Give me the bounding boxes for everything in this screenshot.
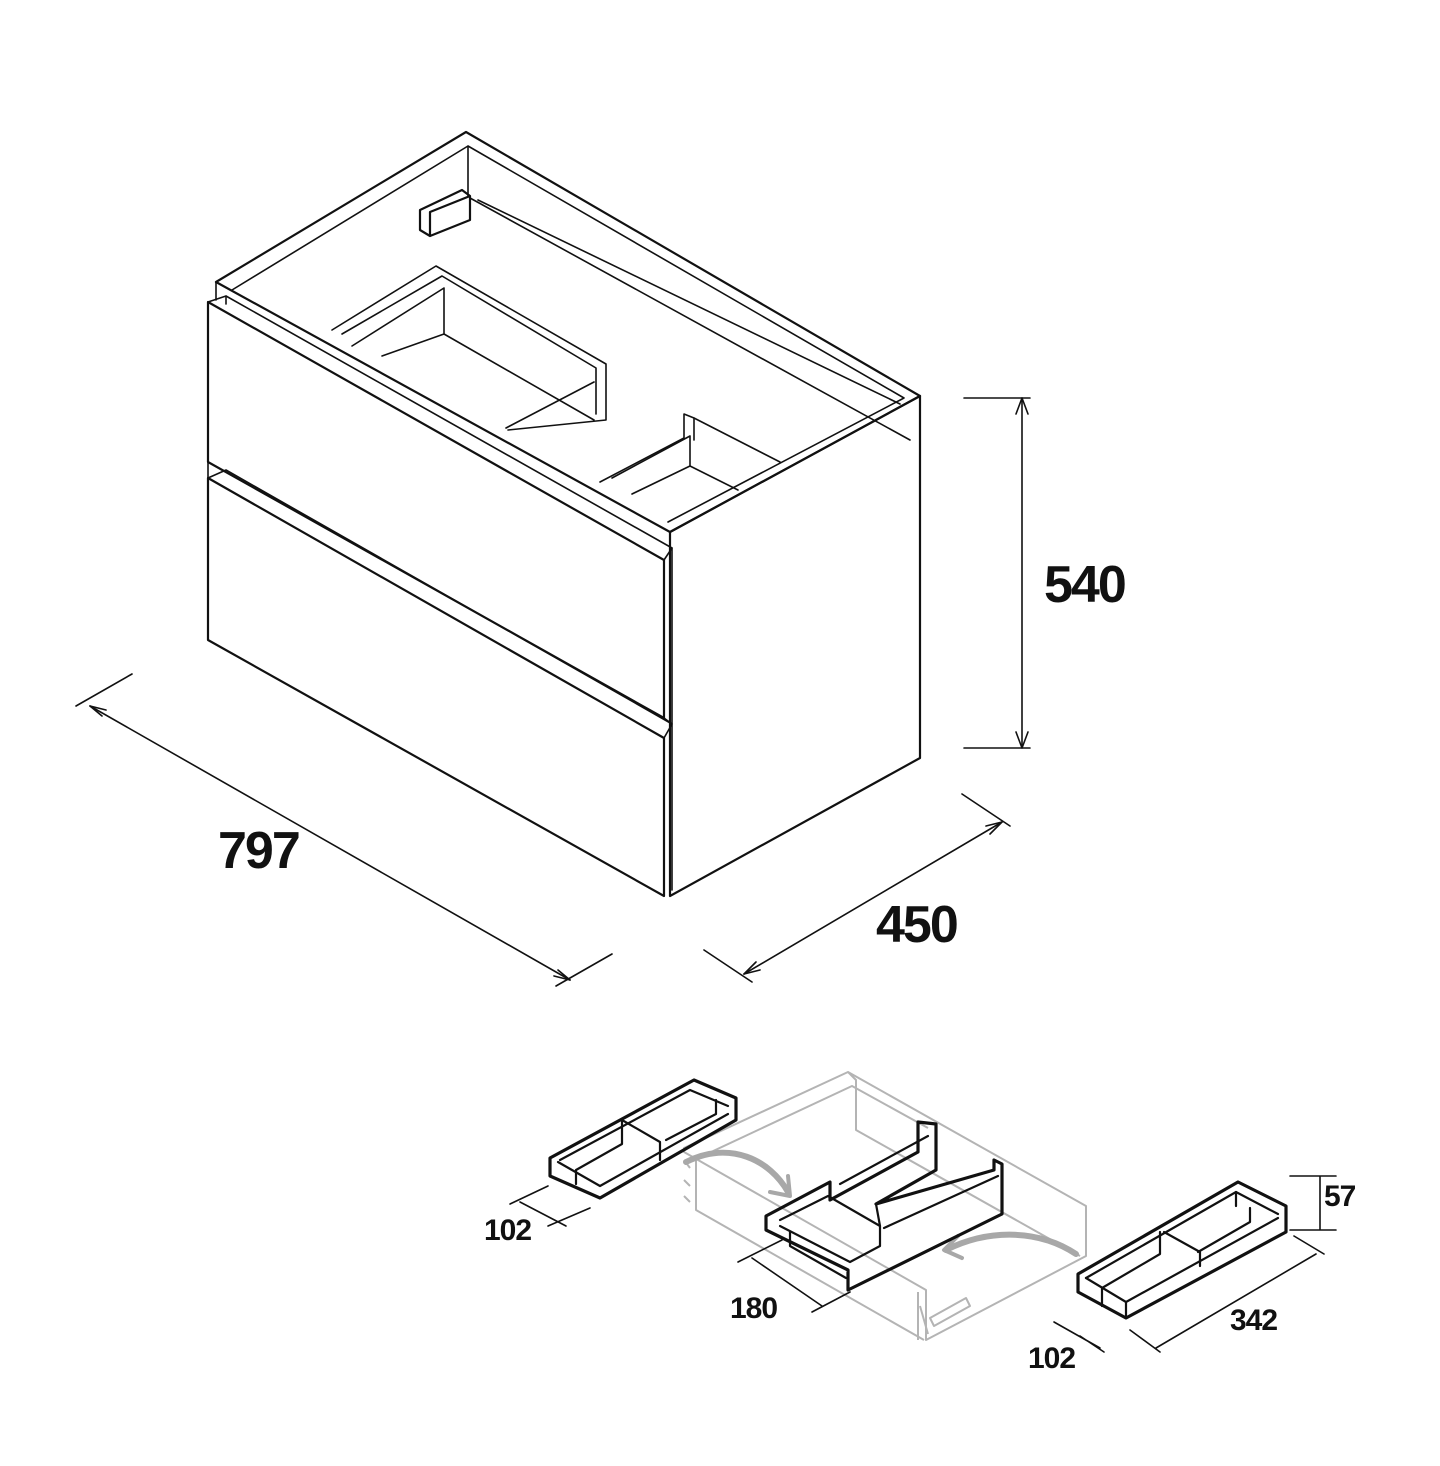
l-shaped-organizer [764, 1120, 1004, 1292]
right-tray-height-dimension-line [1289, 1175, 1337, 1231]
depth-dimension-label: 450 [876, 896, 957, 954]
right-organizer-tray [1076, 1180, 1288, 1320]
width-dimension-line [75, 673, 613, 987]
drawer-handle-slot [929, 1297, 971, 1327]
left-tray-width-label: 102 [484, 1214, 531, 1247]
drawer-insert-assembly: 102 180 57 342 102 [484, 1071, 1357, 1375]
right-tray-height-label: 57 [1324, 1180, 1356, 1213]
right-tray-length-label: 342 [1230, 1304, 1277, 1337]
right-tray-length-dimension-line [1129, 1235, 1325, 1353]
cabinet-inner-tray-left [331, 265, 607, 431]
center-tray-dimension-line [737, 1239, 851, 1313]
cabinet-top-frame [214, 130, 922, 534]
left-tray-dimension-line [509, 1185, 591, 1227]
left-organizer-tray [548, 1078, 738, 1200]
ghost-drawer-box [683, 1071, 1087, 1341]
vanity-cabinet [206, 130, 922, 898]
depth-dimension-line [703, 793, 1011, 983]
cabinet-hanger-bracket [418, 188, 472, 238]
insert-arrow-left [683, 1149, 791, 1195]
cabinet-top-drawer-front [206, 300, 666, 720]
cabinet-dimensions: 797 540 450 [75, 397, 1127, 987]
insert-arrow-right [943, 1231, 1079, 1257]
width-dimension-label: 797 [218, 822, 299, 880]
right-tray-width-dimension-line [1053, 1321, 1105, 1353]
height-dimension-label: 540 [1044, 556, 1125, 614]
cabinet-top-inner-frame [231, 145, 905, 523]
right-tray-width-label: 102 [1028, 1342, 1075, 1375]
cabinet-inner-tray-right [599, 413, 781, 495]
cabinet-bottom-drawer-front [206, 476, 666, 898]
center-tray-width-label: 180 [730, 1292, 777, 1325]
height-dimension-line [963, 397, 1031, 749]
cabinet-side-panel [668, 394, 922, 898]
